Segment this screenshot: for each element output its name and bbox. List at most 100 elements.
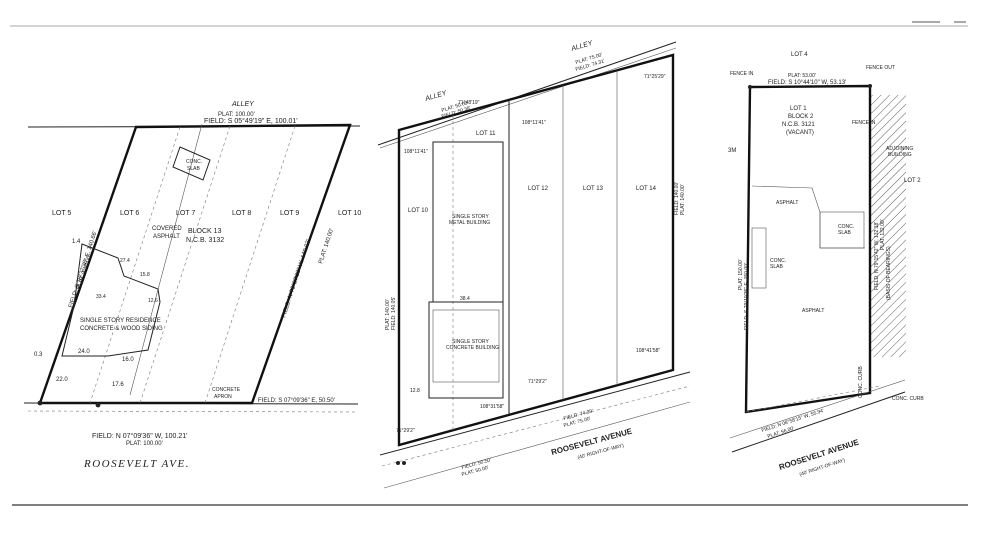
right-plat-label: PLAT: 132.00': [880, 219, 886, 250]
lot-label: LOT 9: [280, 210, 299, 217]
lot-label: LOT 1: [790, 106, 807, 112]
covered-asphalt-label: ASPHALT: [153, 234, 180, 240]
adjoining-building-hatch: [870, 95, 906, 357]
curb-line: [745, 385, 881, 413]
lot-line-6-7: [89, 126, 181, 404]
alley-edge: [379, 47, 677, 149]
block-label: BLOCK 2: [788, 114, 814, 120]
angle-label: 71°29'2": [396, 428, 415, 434]
covered-asphalt-label: COVERED: [152, 226, 182, 232]
dimension-label: 0.3: [34, 352, 43, 358]
conc-slab-label: SLAB: [770, 264, 783, 270]
asphalt-label: ASPHALT: [776, 200, 798, 206]
residence-label: CONCRETE & WOOD SIDING: [80, 326, 163, 332]
asphalt-edge: [751, 185, 865, 249]
conc-slab-1: [819, 211, 865, 249]
block-label: BLOCK 13: [188, 228, 222, 235]
property-boundary: [744, 84, 872, 414]
top-field-label: FIELD: S 10°44'10" W, 53.13': [768, 80, 846, 86]
top-plat-label: PLAT: 100.00': [218, 112, 255, 118]
angle-label: 71°29'2": [528, 379, 547, 385]
concrete-building-label: SINGLE STORY: [452, 339, 489, 345]
dimension-label: 15.8: [140, 272, 150, 278]
corner-pin: [748, 85, 752, 89]
lot-line-8-9: [204, 125, 296, 404]
left-plat-label: PLAT: 140.00': [385, 299, 391, 330]
lot-label: LOT 8: [232, 210, 251, 217]
angle-label: 108°11'41": [522, 120, 546, 126]
street-line: [379, 371, 691, 456]
conc-slab-label: CONC.: [770, 258, 786, 264]
corner-pin: [402, 461, 406, 465]
right-bearing-label: FIELD: N 78°37'38" W, 140.03': [281, 239, 312, 319]
concrete-apron-label: APRON: [214, 394, 232, 400]
top-field-label: FIELD: S 05°49'19" E, 100.01': [204, 117, 298, 125]
metal-building-label: METAL BUILDING: [449, 220, 490, 226]
lot-label: LOT 11: [476, 131, 496, 137]
concrete-apron-label: CONCRETE: [212, 387, 241, 393]
conc-slab-2: [751, 227, 767, 289]
angle-label: 108°11'41": [404, 149, 428, 155]
adjoining-building-label: BUILDING: [888, 152, 912, 158]
marker-label: 3M: [728, 148, 736, 154]
lot-label: LOT 13: [583, 186, 604, 192]
lot-label: LOT 10: [338, 210, 361, 217]
asphalt-label: ASPHALT: [802, 308, 824, 314]
curb-line: [383, 401, 691, 489]
bottom-right-field: FIELD: S 07°09'36" E, 50.50': [258, 398, 335, 404]
lot-label: LOT 7: [176, 210, 195, 217]
bottom-field-label: FIELD: N 07°09'36" W, 100.21': [92, 432, 188, 440]
alley-label: ALLEY: [570, 39, 595, 53]
property-boundary: [38, 123, 352, 405]
lot-label: LOT 4: [791, 52, 808, 58]
fence-label: FENCE IN: [730, 71, 754, 77]
curb-label: CONC. CURB: [858, 366, 864, 398]
lot-label: LOT 10: [408, 208, 429, 214]
corner-pin: [396, 461, 400, 465]
conc-slab-label: CONC.: [838, 224, 854, 230]
lot-label: LOT 6: [120, 210, 139, 217]
right-plat-distance: PLAT: 140.00': [318, 228, 335, 265]
conc-slab: [172, 146, 211, 181]
dimension-label: 33.4: [96, 294, 106, 300]
lot-label: LOT 5: [52, 210, 71, 217]
left-field-label: FIELD: 140.05': [391, 297, 397, 330]
corner-pin: [95, 402, 101, 408]
concrete-building-inner: [432, 309, 500, 383]
lot-label: LOT 12: [528, 186, 549, 192]
dimension-label: 24.0: [78, 349, 90, 355]
conc-slab-label: SLAB: [838, 230, 851, 236]
middle-plat: ALLEY ALLEY PLAT: 75.00' FIELD: 74.31' P…: [377, 39, 691, 489]
corner-pin: [868, 84, 872, 88]
dimension-label: 17.6: [112, 382, 124, 388]
street-name: ROOSEVELT AVE.: [83, 458, 190, 470]
lot-line-7-8: [139, 125, 231, 404]
curb-label: CONC. CURB: [892, 396, 924, 402]
ncb-label: N.C.B. 3132: [186, 237, 224, 244]
dimension-label: 16.0: [122, 357, 134, 363]
bottom-plat-label: PLAT: 100.00': [126, 441, 163, 447]
angle-label: 108°41'58": [636, 348, 660, 354]
alley-label: ALLEY: [231, 101, 255, 108]
metal-building-label: SINGLE STORY: [452, 214, 489, 220]
driveway-edge: [129, 123, 203, 396]
concrete-building: [428, 301, 504, 399]
right-plat: LOT 4 FENCE IN FENCE OUT PLAT: 53.00' FI…: [728, 52, 924, 478]
conc-slab-label: CONC.: [186, 159, 202, 165]
left-field-label: FIELD: S 79°19'35" E, 150.00': [744, 263, 750, 330]
right-field-label: FIELD: N 79°15'42" W, 132.18': [874, 222, 880, 290]
alley-label: ALLEY: [424, 89, 449, 103]
dimension-label: 22.0: [56, 377, 68, 383]
street-edge: [27, 410, 359, 413]
angle-label: 71°48'19": [458, 100, 480, 106]
basis-of-bearings: (BASIS OF BEARINGS): [886, 246, 892, 300]
fence-label: FENCE OUT: [866, 65, 895, 71]
corner-pin: [37, 400, 43, 406]
street-edge: [381, 385, 691, 467]
dimension-label: 1.4: [72, 239, 81, 245]
property-boundary: [397, 53, 675, 447]
right-field-label: FIELD: 140.00': [674, 182, 680, 215]
conc-slab-label: SLAB: [187, 166, 200, 172]
concrete-building-label: CONCRETE BUILDING: [446, 345, 499, 351]
